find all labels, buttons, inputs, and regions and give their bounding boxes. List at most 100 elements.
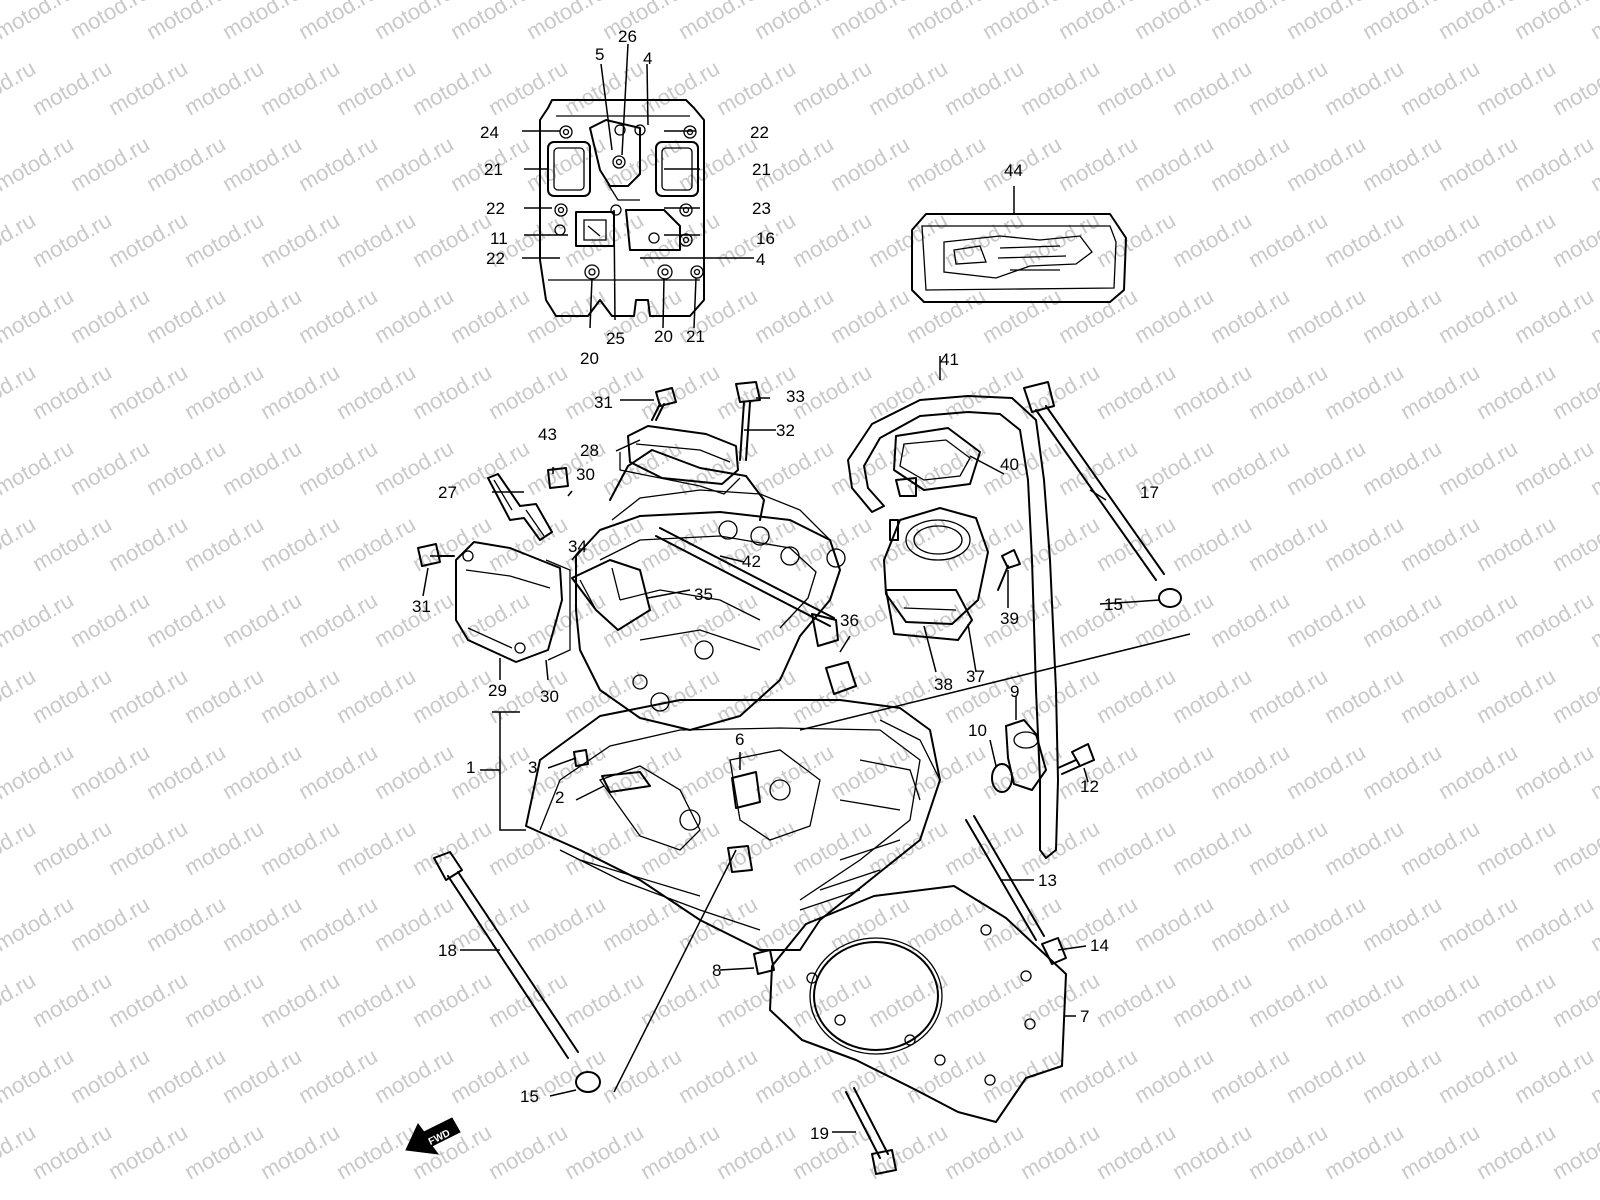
- callout-22: 22: [486, 199, 505, 218]
- clamp-40: [893, 427, 981, 497]
- watermark-text: motod.ru: [636, 815, 724, 880]
- watermark-text: motod.ru: [1472, 815, 1560, 880]
- watermark-text: motod.ru: [1320, 511, 1408, 576]
- watermark-text: motod.ru: [750, 0, 838, 44]
- watermark-text: motod.ru: [522, 587, 610, 652]
- watermark-text: motod.ru: [446, 0, 534, 44]
- callout-35: 35: [694, 585, 713, 604]
- callout-43: 43: [538, 425, 557, 444]
- watermark-text: motod.ru: [1434, 435, 1522, 500]
- watermark-text: motod.ru: [1358, 435, 1446, 500]
- watermark-text: motod.ru: [256, 511, 344, 576]
- watermark-text: motod.ru: [1548, 663, 1600, 728]
- callout-24: 24: [480, 123, 499, 142]
- callout-13: 13: [1038, 871, 1057, 890]
- watermark-text: motod.ru: [1510, 131, 1598, 196]
- watermark-text: motod.ru: [864, 207, 952, 272]
- watermark-text: motod.ru: [66, 435, 154, 500]
- head-gasket-7: [769, 885, 1067, 1123]
- watermark-text: motod.ru: [940, 359, 1028, 424]
- callout-37: 37: [966, 667, 985, 686]
- watermark-text: motod.ru: [1320, 663, 1408, 728]
- callout-31: 31: [412, 597, 431, 616]
- watermark-text: motod.ru: [1396, 359, 1484, 424]
- watermark-text: motod.ru: [1054, 283, 1142, 348]
- watermark-text: motod.ru: [408, 359, 496, 424]
- watermark-text: motod.ru: [1244, 967, 1332, 1032]
- watermark-text: motod.ru: [636, 663, 724, 728]
- callout-30: 30: [576, 465, 595, 484]
- watermark-text: motod.ru: [1282, 0, 1370, 44]
- watermark-text: motod.ru: [598, 587, 686, 652]
- watermark-text: motod.ru: [902, 739, 990, 804]
- watermark-text: motod.ru: [332, 55, 420, 120]
- callout-27: 27: [438, 483, 457, 502]
- watermark-text: motod.ru: [66, 891, 154, 956]
- watermark-text: motod.ru: [1168, 815, 1256, 880]
- watermark-text: motod.ru: [484, 55, 572, 120]
- watermark-text: motod.ru: [1282, 587, 1370, 652]
- watermark-text: motod.ru: [826, 0, 914, 44]
- watermark-text: motod.ru: [1092, 55, 1180, 120]
- watermark-text: motod.ru: [28, 55, 116, 120]
- callout-18: 18: [438, 941, 457, 960]
- watermark-text: motod.ru: [750, 283, 838, 348]
- watermark-text: motod.ru: [1434, 283, 1522, 348]
- callout-14: 14: [1090, 936, 1109, 955]
- watermark-text: motod.ru: [408, 663, 496, 728]
- watermark-text: motod.ru: [940, 55, 1028, 120]
- watermark-text: motod.ru: [1244, 207, 1332, 272]
- watermark-text: motod.ru: [1320, 207, 1408, 272]
- watermark-text: motod.ru: [28, 815, 116, 880]
- watermark-text: motod.ru: [1510, 739, 1598, 804]
- watermark-text: motod.ru: [1472, 967, 1560, 1032]
- watermark-text: motod.ru: [560, 967, 648, 1032]
- watermark-text: motod.ru: [0, 131, 78, 196]
- watermark-text: motod.ru: [1472, 1119, 1560, 1184]
- watermark-text: motod.ru: [1206, 283, 1294, 348]
- watermark-text: motod.ru: [1282, 435, 1370, 500]
- watermark-text: motod.ru: [1548, 55, 1600, 120]
- watermark-text: motod.ru: [0, 891, 78, 956]
- watermark-text: motod.ru: [1548, 207, 1600, 272]
- watermark-text: motod.ru: [1548, 359, 1600, 424]
- watermark-text: motod.ru: [256, 207, 344, 272]
- watermark-text: motod.ru: [1510, 587, 1598, 652]
- watermark-text: motod.ru: [28, 967, 116, 1032]
- watermark-text: motod.ru: [1206, 131, 1294, 196]
- watermark-text: motod.ru: [294, 283, 382, 348]
- watermark-text: motod.ru: [0, 435, 78, 500]
- watermark-text: motod.ru: [522, 0, 610, 44]
- watermark-text: motod.ru: [1358, 587, 1446, 652]
- callout-22: 22: [486, 249, 505, 268]
- watermark-text: motod.ru: [1282, 283, 1370, 348]
- callout-39: 39: [1000, 609, 1019, 628]
- watermark-text: motod.ru: [1510, 283, 1598, 348]
- watermark-text: motod.ru: [142, 131, 230, 196]
- watermark-text: motod.ru: [1244, 55, 1332, 120]
- watermark-text: motod.ru: [1092, 967, 1180, 1032]
- watermark-text: motod.ru: [788, 207, 876, 272]
- watermark-text: motod.ru: [1130, 891, 1218, 956]
- watermark-text: motod.ru: [560, 1119, 648, 1184]
- watermark-text: motod.ru: [1206, 0, 1294, 44]
- callout-31: 31: [594, 393, 613, 412]
- watermark-text: motod.ru: [1130, 739, 1218, 804]
- watermark-text: motod.ru: [370, 0, 458, 44]
- watermark-text: motod.ru: [446, 283, 534, 348]
- callout-7: 7: [1080, 1007, 1089, 1026]
- cylinder-head: [455, 425, 941, 951]
- watermark-text: motod.ru: [1168, 511, 1256, 576]
- watermark-text: motod.ru: [218, 587, 306, 652]
- watermark-text: motod.ru: [978, 891, 1066, 956]
- watermark-text: motod.ru: [408, 55, 496, 120]
- watermark-text: motod.ru: [940, 967, 1028, 1032]
- watermark-text: motod.ru: [370, 739, 458, 804]
- watermark-text: motod.ru: [1358, 283, 1446, 348]
- watermark-text: motod.ru: [104, 511, 192, 576]
- watermark-text: motod.ru: [978, 739, 1066, 804]
- watermark-text: motod.ru: [1510, 435, 1598, 500]
- watermark-text: motod.ru: [1054, 1043, 1142, 1108]
- watermark-text: motod.ru: [750, 891, 838, 956]
- watermark-text: motod.ru: [446, 891, 534, 956]
